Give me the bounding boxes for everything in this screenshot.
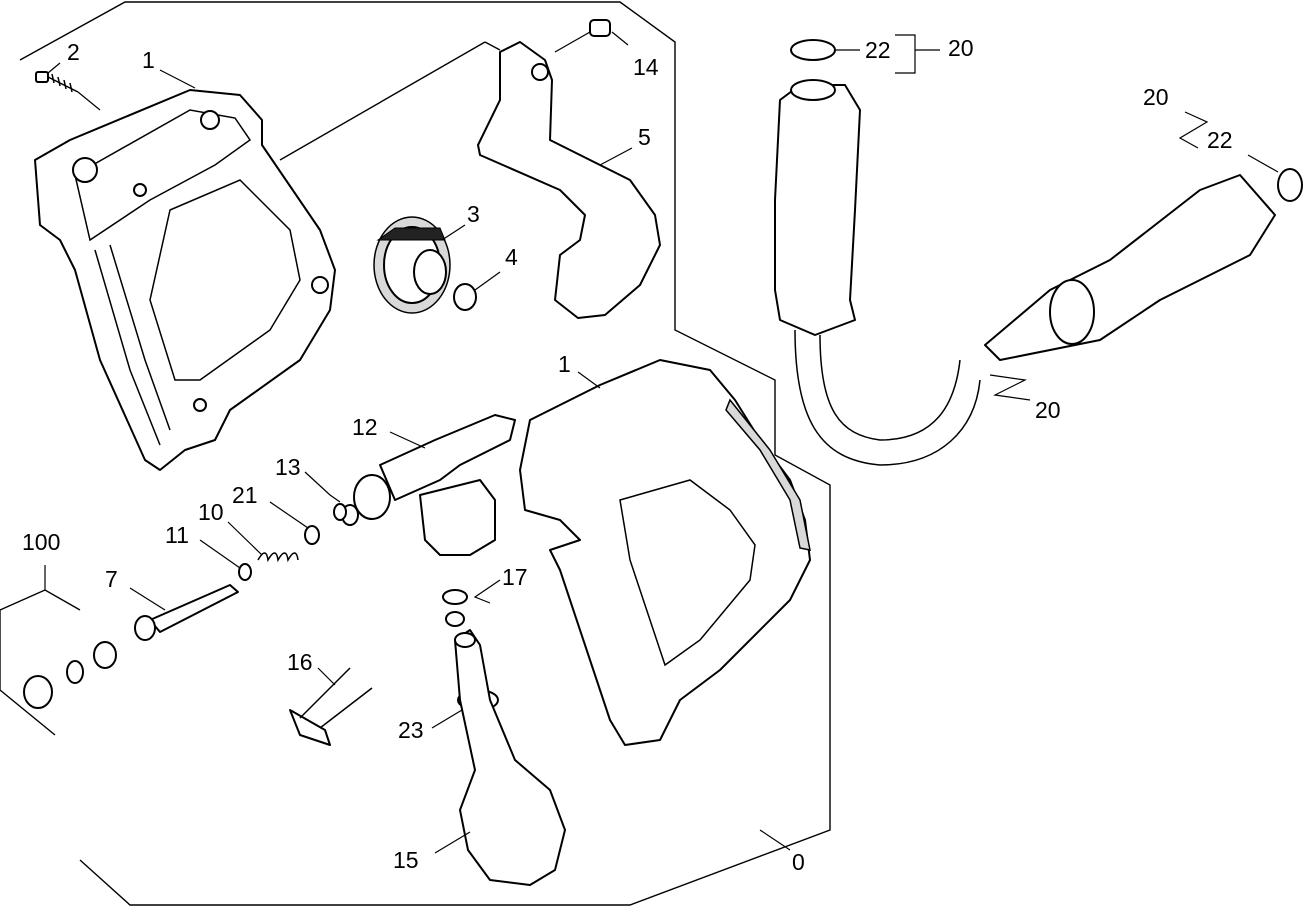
callout-16: 16 — [287, 649, 313, 675]
nozzle-body — [353, 414, 516, 556]
leader-lines — [44, 31, 1279, 854]
callout-14: 14 — [633, 54, 659, 80]
callout-12: 12 — [352, 414, 378, 440]
callout-20-hose: 20 — [1035, 397, 1061, 423]
handle-shell-closed — [519, 359, 811, 746]
callout-13: 13 — [275, 454, 301, 480]
callout-4: 4 — [505, 244, 518, 270]
callout-23: 23 — [398, 717, 424, 743]
callout-21: 21 — [232, 482, 258, 508]
callout-7: 7 — [105, 566, 118, 592]
valve-kit — [0, 589, 117, 736]
screw-part — [35, 71, 79, 93]
assembly-frame — [19, 1, 831, 906]
seal-set — [442, 589, 468, 627]
callout-10: 10 — [198, 499, 224, 525]
callout-17: 17 — [502, 564, 528, 590]
pin-part — [589, 19, 611, 37]
o-ring-22-right — [1277, 168, 1303, 202]
callout-0: 0 — [792, 849, 805, 875]
handle-shell-open — [34, 89, 336, 471]
callout-3: 3 — [467, 201, 480, 227]
callout-2: 2 — [67, 39, 80, 65]
valve-pin — [134, 584, 239, 641]
clip-pins — [289, 667, 373, 746]
o-ring-4 — [453, 283, 477, 311]
callout-11: 11 — [165, 522, 189, 548]
callout-labels: 2 1 14 5 3 4 22 20 20 22 20 1 12 13 21 1… — [22, 35, 1233, 875]
gear-nut — [373, 216, 451, 314]
callout-1-top: 1 — [142, 47, 155, 73]
hose-connector — [454, 629, 566, 886]
callout-5: 5 — [638, 124, 651, 150]
small-seal-parts — [238, 503, 359, 581]
callout-1-center: 1 — [558, 351, 571, 377]
callout-22-right: 22 — [1207, 127, 1233, 153]
callout-100: 100 — [22, 529, 60, 555]
trigger-lever — [477, 41, 661, 319]
o-ring-22-upper — [790, 39, 836, 61]
callout-22-top: 22 — [865, 37, 891, 63]
callout-20-top: 20 — [948, 35, 974, 61]
callout-20-right: 20 — [1143, 84, 1169, 110]
spray-lance — [774, 79, 1276, 466]
callout-15: 15 — [393, 847, 419, 873]
